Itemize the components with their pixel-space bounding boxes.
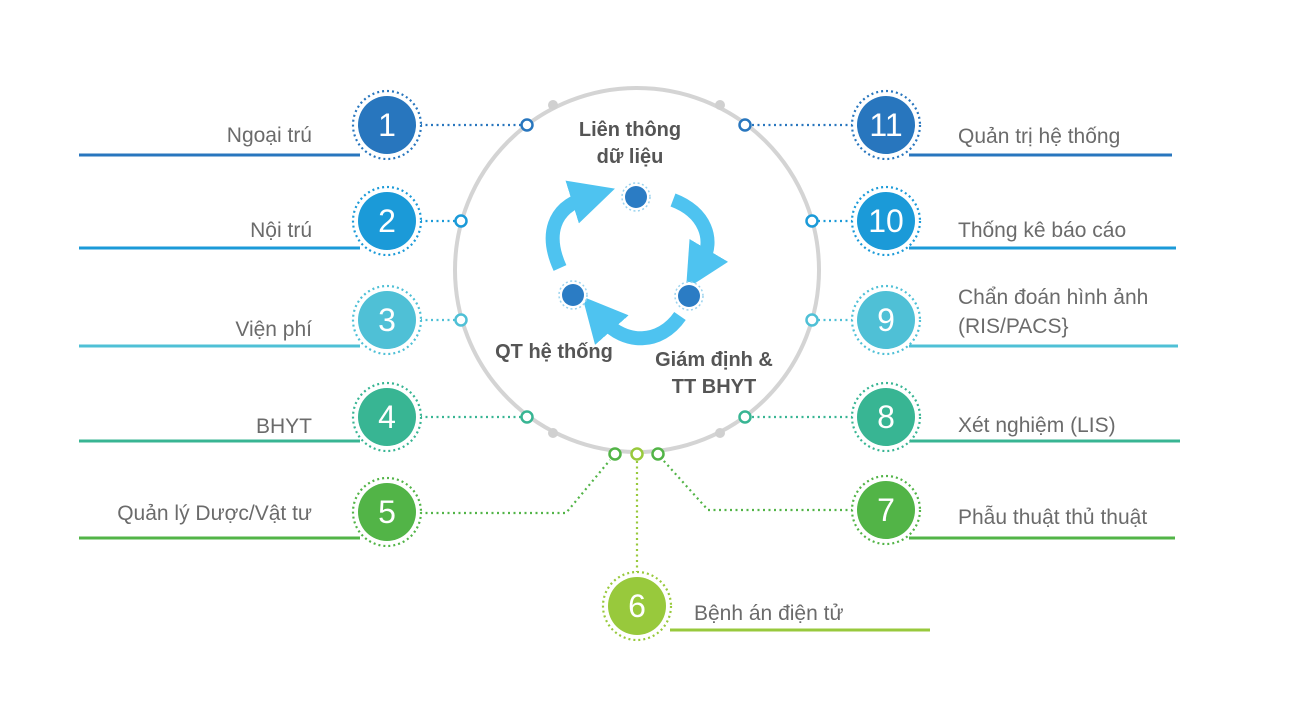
center-dot-top — [621, 182, 651, 212]
cycle-arrow — [670, 193, 729, 290]
module-connector — [662, 459, 853, 512]
module-10[interactable]: 10 Thống kê báo cáo — [805, 185, 1177, 257]
module-badge[interactable] — [358, 388, 416, 446]
connector-node — [651, 447, 665, 461]
module-label: Phẫu thuật thủ thuật — [958, 506, 1147, 529]
module-label: Nội trú — [250, 219, 312, 242]
module-label: Ngoại trú — [227, 124, 312, 147]
module-label: Thống kê báo cáo — [958, 219, 1126, 242]
connector-node — [805, 214, 819, 228]
connector-node — [738, 410, 752, 424]
module-badge[interactable] — [857, 192, 915, 250]
module-badge[interactable] — [358, 291, 416, 349]
module-label: Bệnh án điện tử — [694, 602, 844, 625]
module-badge[interactable] — [358, 483, 416, 541]
center-dot-left — [558, 280, 588, 310]
module-3[interactable]: 3 Viện phí — [79, 284, 468, 356]
module-number: 10 — [868, 203, 904, 239]
center-label-top-line1: Liên thông — [579, 119, 681, 141]
center-label-left: QT hệ thống — [495, 341, 613, 363]
modules-layer: 1 Ngoại trú 2 Nội trú 3 Viện phí 4 BHYT 5 Quản lý… — [79, 89, 1181, 642]
module-label-line1: Chẩn đoán hình ảnh — [958, 286, 1148, 309]
connector-node — [454, 214, 468, 228]
module-number: 4 — [378, 399, 396, 435]
module-number: 11 — [869, 107, 902, 143]
module-badge[interactable] — [857, 388, 915, 446]
module-badge[interactable] — [358, 96, 416, 154]
module-label-line2: (RIS/PACS} — [958, 315, 1068, 338]
module-label: Quản lý Dược/Vật tư — [117, 502, 312, 525]
module-5[interactable]: 5 Quản lý Dược/Vật tư — [79, 447, 622, 548]
ring-node — [715, 428, 725, 438]
center-dot-right — [674, 281, 704, 311]
module-8[interactable]: 8 Xét nghiệm (LIS) — [738, 381, 1181, 453]
module-label: Viện phí — [235, 318, 312, 341]
module-7[interactable]: 7 Phẫu thuật thủ thuật — [651, 447, 1176, 546]
module-connector — [420, 459, 611, 515]
connector-node — [630, 447, 644, 461]
center-label-top-line2: dữ liệu — [597, 146, 664, 168]
module-badge[interactable] — [358, 192, 416, 250]
connector-node — [454, 313, 468, 327]
module-9[interactable]: 9 Chẩn đoán hình ảnh (RIS/PACS} — [805, 284, 1179, 356]
central-ring — [453, 86, 821, 454]
module-label: Quản trị hệ thống — [958, 125, 1120, 148]
connector-node — [520, 118, 534, 132]
module-badge[interactable] — [857, 96, 915, 154]
connector-node — [738, 118, 752, 132]
connector-node — [805, 313, 819, 327]
cycle-arrow — [582, 296, 686, 346]
module-number: 9 — [877, 302, 895, 338]
connector-node — [520, 410, 534, 424]
module-label: Xét nghiệm (LIS) — [958, 414, 1116, 437]
module-number: 8 — [877, 399, 895, 435]
ring-node — [548, 100, 558, 110]
center-label-right-line2: TT BHYT — [672, 376, 756, 398]
connector-node — [608, 447, 622, 461]
module-number: 3 — [378, 302, 396, 338]
ring-node — [548, 428, 558, 438]
ring-node — [715, 100, 725, 110]
center-label-right-line1: Giám định & — [655, 349, 773, 371]
module-number: 1 — [378, 107, 396, 143]
module-number: 2 — [378, 203, 396, 239]
module-2[interactable]: 2 Nội trú — [79, 185, 468, 257]
module-badge[interactable] — [857, 291, 915, 349]
module-number: 7 — [877, 492, 895, 528]
module-badge[interactable] — [857, 481, 915, 539]
module-number: 5 — [378, 494, 396, 530]
cycle-arrow — [545, 180, 615, 271]
module-label: BHYT — [256, 415, 312, 438]
module-number: 6 — [628, 588, 646, 624]
module-6[interactable]: 6 Bệnh án điện tử — [601, 447, 930, 642]
module-badge[interactable] — [608, 577, 666, 635]
module-4[interactable]: 4 BHYT — [79, 381, 534, 453]
module-1[interactable]: 1 Ngoại trú — [79, 89, 534, 161]
